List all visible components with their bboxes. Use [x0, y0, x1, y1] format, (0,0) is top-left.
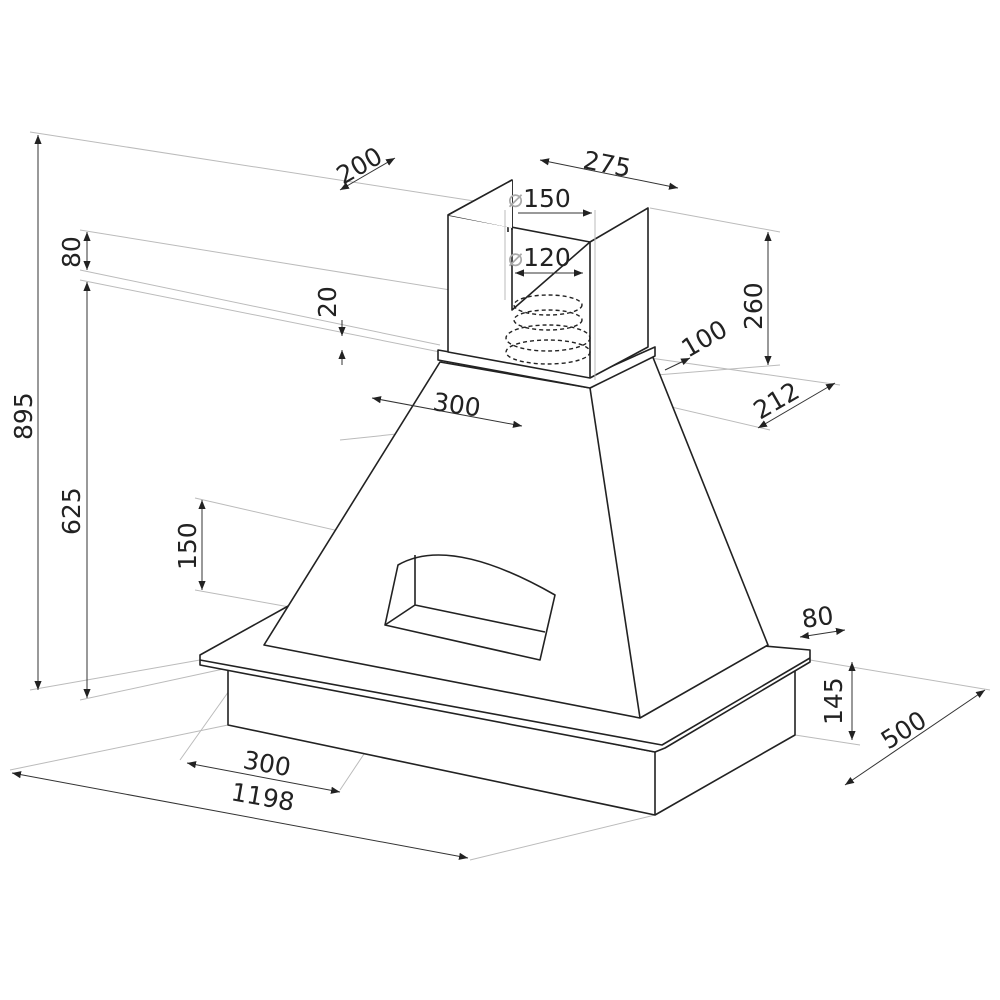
label-total-height: 895 — [9, 392, 38, 440]
dimension-lines — [11, 135, 986, 860]
label-outlet-120: ⌀120 — [508, 243, 571, 272]
label-base-height: 145 — [819, 677, 848, 725]
label-top-offset: 80 — [57, 236, 86, 268]
outlet-spigot — [504, 209, 596, 380]
hood-body — [263, 354, 769, 719]
label-chimney-width: 275 — [581, 145, 633, 183]
chimney — [447, 179, 649, 379]
label-hood-height: 625 — [57, 487, 86, 535]
label-collar-depth: 100 — [677, 314, 733, 363]
label-outlet-150: ⌀150 — [508, 184, 571, 213]
label-total-depth: 500 — [876, 705, 932, 755]
label-total-width: 1198 — [229, 777, 297, 817]
diameter-icon: ⌀ — [508, 243, 523, 272]
label-chimney-height: 260 — [739, 282, 768, 330]
label-top-width: 300 — [431, 387, 482, 422]
label-opening-height: 150 — [173, 522, 202, 570]
label-opening-width: 300 — [241, 745, 293, 782]
label-shelf-depth: 80 — [800, 601, 836, 634]
label-collar-gap: 20 — [313, 286, 342, 318]
diameter-icon: ⌀ — [508, 184, 523, 213]
label-top-depth: 212 — [749, 376, 805, 425]
